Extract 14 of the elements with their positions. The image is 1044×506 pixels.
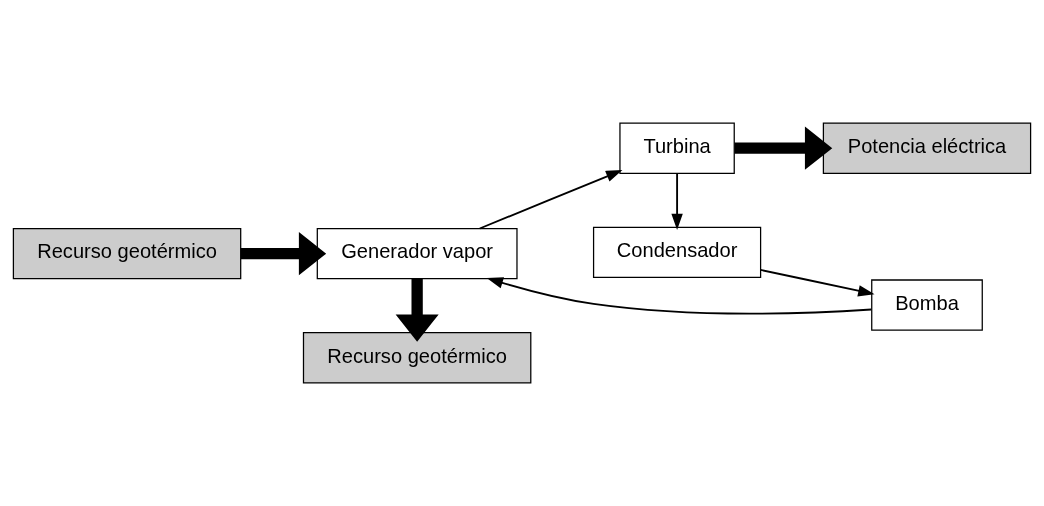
arrow [671, 172, 683, 230]
arrow [486, 277, 873, 315]
arrow [734, 126, 833, 170]
arrow [478, 170, 623, 230]
node-box: Bomba [871, 279, 983, 331]
node-box: Potencia eléctrica [822, 122, 1032, 174]
arrow [759, 269, 875, 297]
node-box: Recurso geotérmico [12, 227, 242, 280]
arrow [395, 278, 439, 342]
node-box: Generador vapor [316, 227, 518, 280]
node-box: Recurso geotérmico [302, 332, 532, 384]
arrow [240, 232, 327, 276]
node-box: Turbina [619, 122, 735, 174]
node-box: Condensador [592, 226, 762, 279]
